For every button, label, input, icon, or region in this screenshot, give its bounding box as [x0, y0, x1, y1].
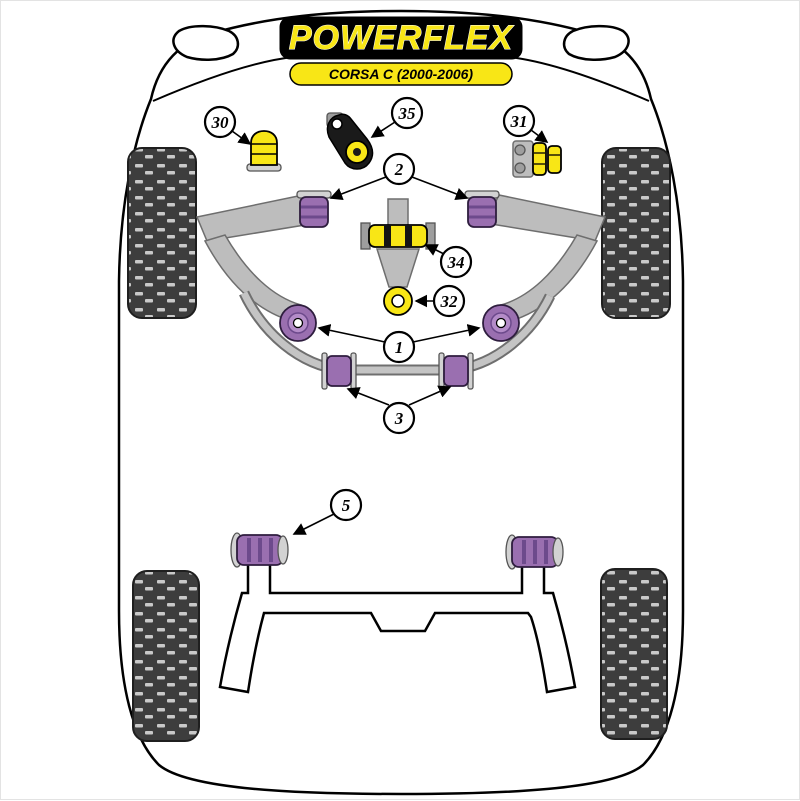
front-subframe [195, 194, 607, 322]
brand-logo-text: POWERFLEX [289, 19, 515, 57]
callout-5: 5 [329, 488, 363, 522]
callout-3: 3 [382, 401, 416, 435]
cowl-line-left [152, 56, 294, 102]
callout-31: 31 [502, 104, 536, 138]
engine-mount-bush [360, 222, 436, 250]
upper-bush-left [296, 190, 332, 228]
callout-2-label: 2 [394, 160, 404, 179]
part-31-mount-bushes [512, 140, 562, 178]
callout-30: 30 [203, 105, 237, 139]
callout-35: 35 [390, 96, 424, 130]
lower-bush-left [279, 304, 317, 342]
rear-bush-right [505, 534, 564, 570]
brand-header: POWERFLEX CORSA C (2000-2006) [279, 16, 523, 86]
callout-5-label: 5 [342, 496, 351, 515]
model-badge-text: CORSA C (2000-2006) [329, 66, 474, 82]
arb-bush-left [321, 352, 357, 390]
tire-rear-left [132, 570, 200, 742]
engine-mount-bracket [375, 248, 421, 288]
callout-34: 34 [439, 245, 473, 279]
callout-30-label: 30 [211, 113, 230, 132]
logo-background [279, 16, 523, 60]
callout-35-label: 35 [398, 104, 417, 123]
arb-bush-right [438, 352, 474, 390]
anti-roll-bar [240, 291, 554, 374]
tire-rear-right [600, 568, 668, 740]
part-35-engine-mount [326, 112, 374, 170]
callout-34-label: 34 [447, 253, 465, 272]
tire-front-left [127, 147, 197, 319]
cowl-line-right [508, 56, 650, 102]
rear-axle-beam [218, 555, 577, 694]
callout-2: 2 [382, 152, 416, 186]
right-mirror [562, 24, 630, 61]
model-badge [289, 62, 513, 86]
callout-32-label: 32 [440, 292, 459, 311]
callout-arrows [231, 121, 549, 535]
part-30-bump-stop [246, 130, 282, 172]
callout-32: 32 [432, 284, 466, 318]
callout-31-label: 31 [510, 112, 528, 131]
callout-3-label: 3 [394, 409, 404, 428]
left-mirror [172, 24, 240, 61]
callout-1-label: 1 [395, 338, 404, 357]
rear-bush-left [230, 532, 289, 568]
upper-bush-right [464, 190, 500, 228]
callout-1: 1 [382, 330, 416, 364]
steering-grommet [383, 286, 413, 316]
lower-bush-right [482, 304, 520, 342]
tire-front-right [601, 147, 671, 319]
